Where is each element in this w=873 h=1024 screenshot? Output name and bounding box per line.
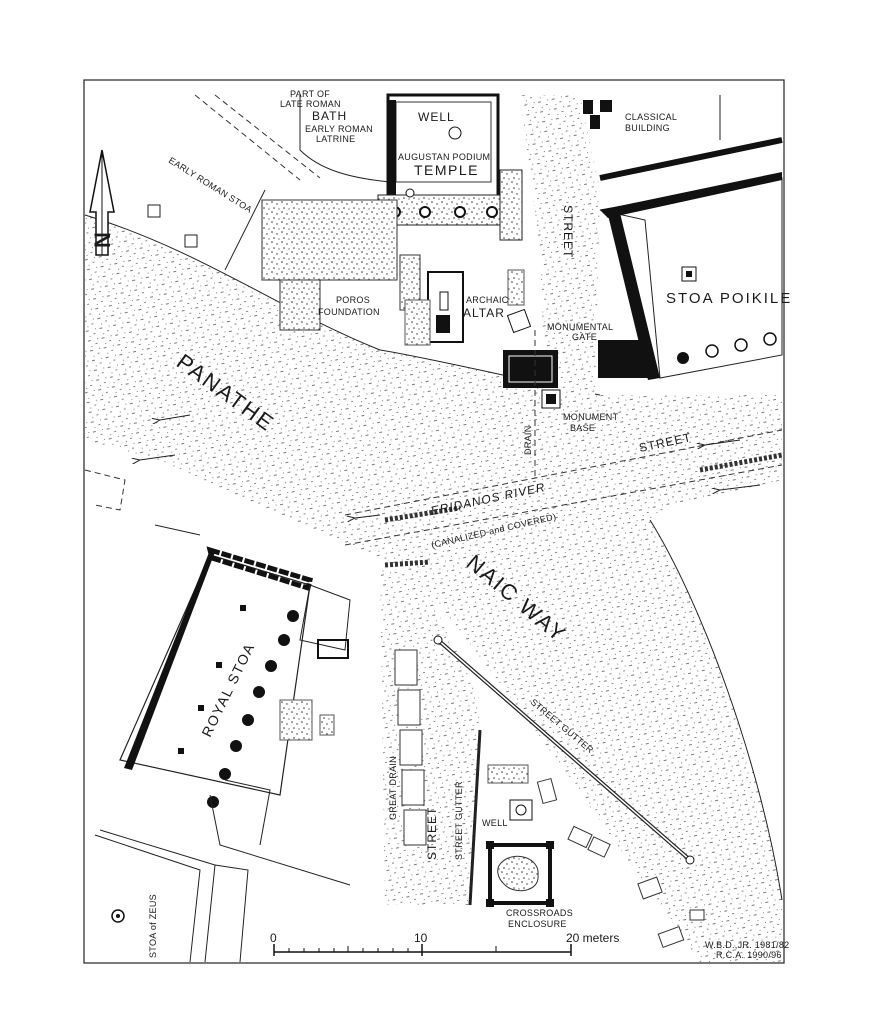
early-roman-stoa-outline xyxy=(147,94,391,271)
scale-tick-0: 0 xyxy=(270,931,277,945)
street-north xyxy=(520,95,600,395)
monumental-gate xyxy=(503,340,648,409)
credit-line-2: R.C.A. 1990/96 xyxy=(716,950,782,960)
label-altar: ALTAR xyxy=(463,306,505,320)
augustan-temple xyxy=(377,93,523,241)
label-poros-2: FOUNDATION xyxy=(318,307,380,317)
credit-line-1: W.B.D.,JR. 1981/82 xyxy=(705,940,789,950)
flow-arrows xyxy=(140,414,761,518)
scale-tick-20: 20 meters xyxy=(566,931,619,945)
classical-building xyxy=(583,95,783,181)
label-temple: TEMPLE xyxy=(414,162,479,178)
label-stoa-poikile: STOA POIKILE xyxy=(666,290,792,307)
crossroads-enclosure xyxy=(486,841,554,907)
street-gutter xyxy=(433,635,695,906)
label-early-roman-latrine-2: LATRINE xyxy=(316,134,355,144)
label-well-top: WELL xyxy=(418,110,455,124)
label-gate: GATE xyxy=(572,332,597,342)
poros-foundation xyxy=(261,199,421,331)
label-monument: MONUMENT xyxy=(563,412,619,422)
label-bath: BATH xyxy=(312,109,347,123)
label-crossroads-1: CROSSROADS xyxy=(506,908,573,918)
label-classical-building-1: CLASSICAL xyxy=(625,112,677,122)
label-late-roman: LATE ROMAN xyxy=(280,99,341,109)
scale-tick-10: 10 xyxy=(414,931,428,945)
label-part-of: PART OF xyxy=(290,89,330,99)
scale-bar xyxy=(273,944,572,956)
great-drain xyxy=(394,649,427,846)
label-great-drain: GREAT DRAIN xyxy=(388,756,398,820)
southeast-blocks xyxy=(567,825,705,948)
stoa-poikile xyxy=(599,172,783,380)
label-base: BASE xyxy=(570,423,595,433)
label-street-top: STREET xyxy=(561,205,575,258)
label-well-lower: WELL xyxy=(482,818,508,828)
label-street-lower: STREET xyxy=(425,807,439,860)
label-augustan-podium: AUGUSTAN PODIUM xyxy=(398,152,490,162)
stoa-of-zeus-walls xyxy=(84,469,249,963)
label-classical-building-2: BUILDING xyxy=(625,123,670,133)
north-arrow-letter: N xyxy=(90,232,115,248)
label-crossroads-2: ENCLOSURE xyxy=(508,919,567,929)
label-early-roman-latrine-1: EARLY ROMAN xyxy=(305,124,373,134)
well-lower-structure xyxy=(487,764,558,821)
label-archaic: ARCHAIC xyxy=(466,295,509,305)
label-stoa-of-zeus: STOA of ZEUS xyxy=(148,894,158,958)
label-drain: DRAIN xyxy=(523,425,533,455)
label-street-gutter-1: STREET GUTTER xyxy=(454,781,464,860)
royal-stoa xyxy=(119,546,351,886)
label-poros-1: POROS xyxy=(336,295,370,305)
north-arrow-icon xyxy=(89,149,115,256)
archaic-altar xyxy=(404,269,532,346)
label-monumental: MONUMENTAL xyxy=(547,322,613,332)
